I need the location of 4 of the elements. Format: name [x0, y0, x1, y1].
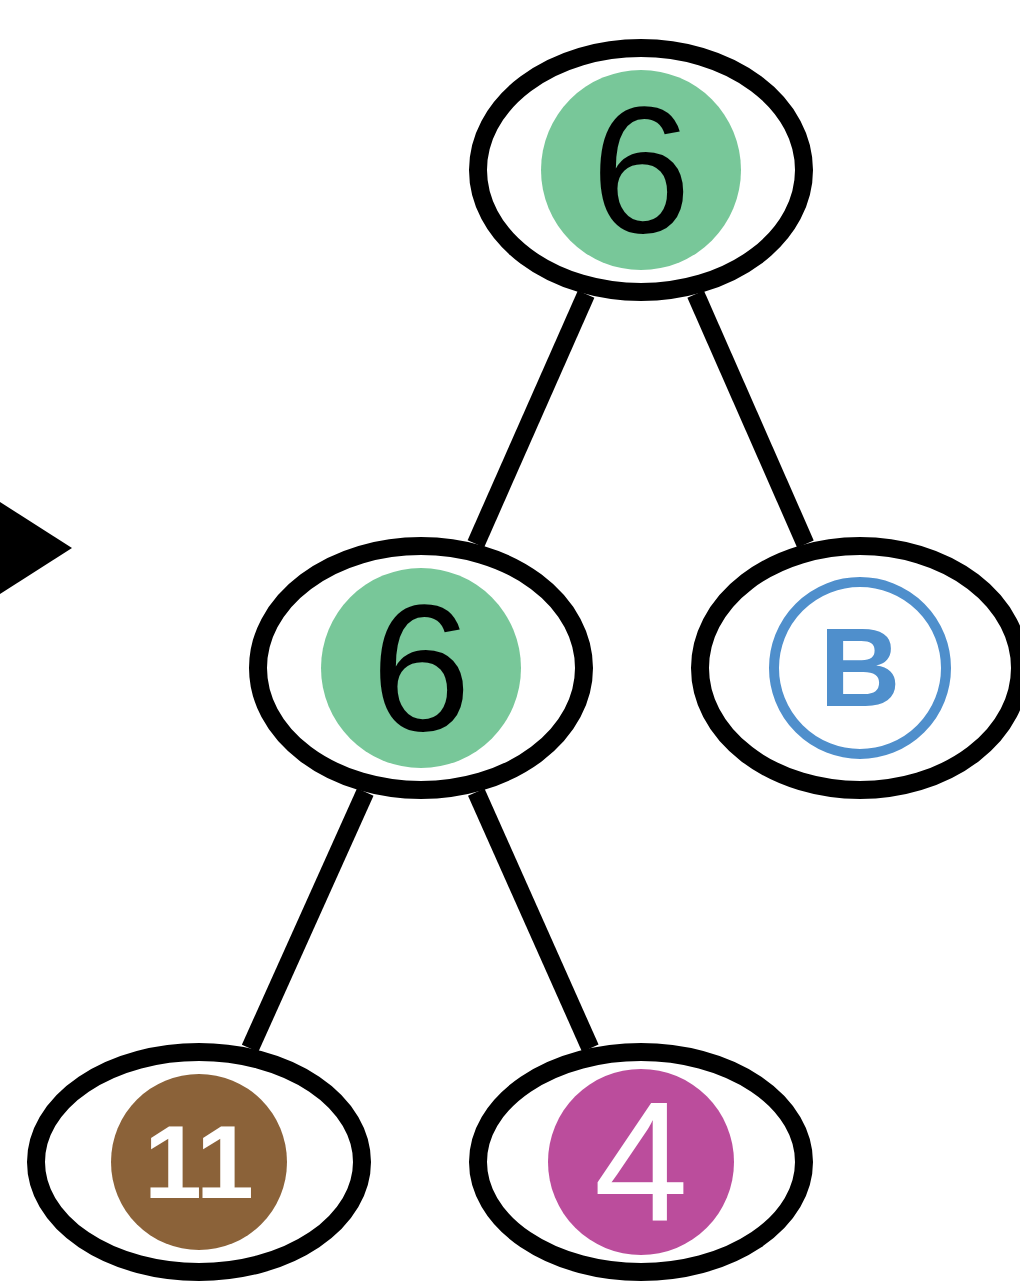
connector-line	[687, 290, 814, 548]
connector-line	[468, 788, 599, 1052]
connector-line	[467, 290, 595, 548]
connector-line	[241, 788, 374, 1053]
